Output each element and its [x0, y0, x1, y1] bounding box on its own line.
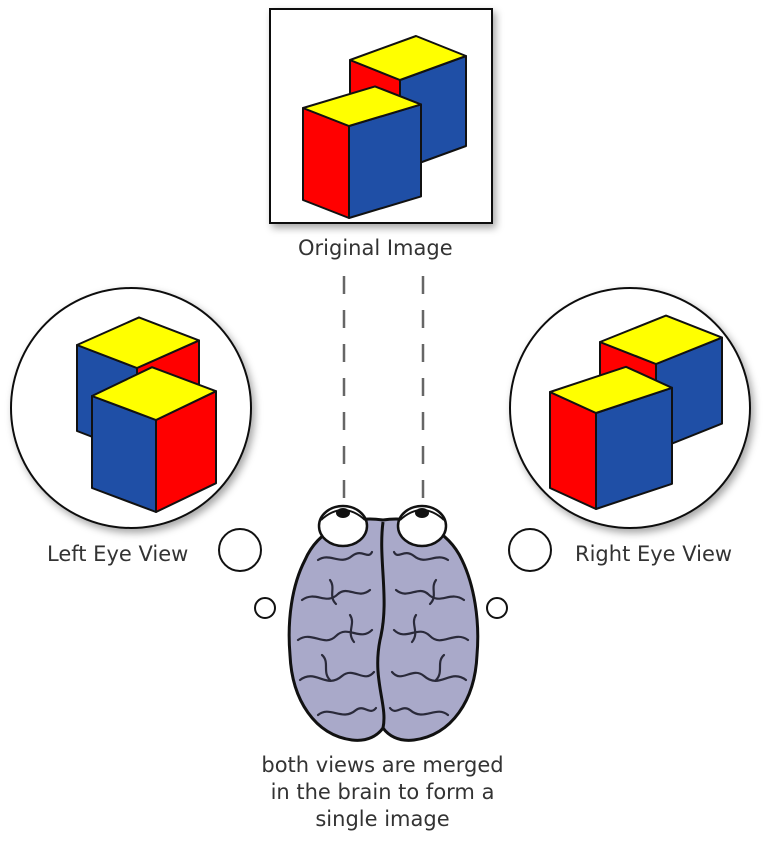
thought-bubble-right-small	[486, 597, 508, 619]
original-image-label: Original Image	[298, 236, 453, 260]
thought-bubble-left-large	[218, 528, 262, 572]
caption-line-3: single image	[315, 807, 450, 831]
right-eye-icon	[396, 504, 448, 548]
right-eye-view-label: Right Eye View	[575, 542, 733, 566]
right-eye-view-cubes	[549, 314, 723, 510]
left-eye-view-cubes	[76, 316, 217, 513]
caption-line-1: both views are merged	[261, 753, 504, 777]
left-eye-view-label: Left Eye View	[47, 542, 189, 566]
brain-icon	[287, 517, 480, 742]
cube-icon	[302, 85, 422, 219]
cube-icon	[91, 366, 217, 513]
original-image-cubes	[302, 35, 467, 219]
thought-bubble-left-small	[254, 597, 276, 619]
caption: both views are merged in the brain to fo…	[220, 752, 545, 833]
left-eye-icon	[317, 504, 369, 548]
cube-icon	[549, 365, 673, 510]
thought-bubble-right-large	[508, 528, 552, 572]
caption-line-2: in the brain to form a	[270, 780, 495, 804]
